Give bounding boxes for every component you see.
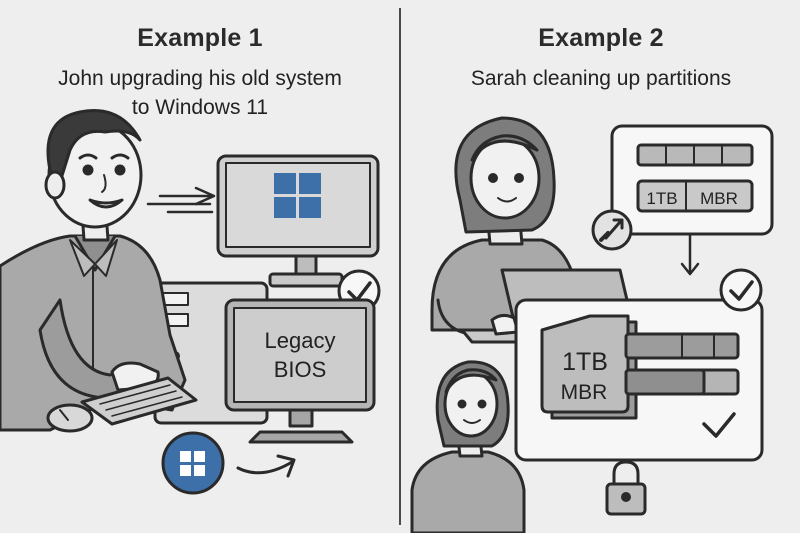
panel-divider [399,8,401,525]
example-2-title: Example 2 [538,24,664,52]
down-arrow-icon [680,232,700,276]
man-figure [0,109,187,432]
top-disk-size-label: 1TB [646,189,677,208]
windows-logo-icon [274,173,321,218]
partition-card [610,124,774,236]
motion-arrow-lines [146,186,216,214]
example-1-title: Example 1 [137,24,263,52]
windows-start-badge-icon [161,431,225,495]
example-2-subtitle: Sarah cleaning up partitions [470,67,732,90]
windows-11-monitor [216,154,380,288]
example-1-illustration: Legacy BIOS [0,109,381,495]
example-2-panel: Example 2 Sarah cleaning up partitions [402,0,800,533]
top-disk-style-label: MBR [700,189,738,208]
keyboard-icon [80,376,198,426]
big-disk-size-label: 1TB [562,348,608,376]
disk-card [514,298,764,462]
example-1-subtitle-line-1: John upgrading his old system [58,67,342,90]
example-1-subtitle-line-2: to Windows 11 [131,96,269,119]
example-2-illustration: 1TB MBR 1TB MBR [410,116,774,533]
lock-icon [605,460,647,516]
second-woman-figure [410,360,526,533]
legacy-bios-label-line-2: BIOS [274,357,327,382]
example-1-panel: Example 1 John upgrading his old system … [0,24,400,495]
check-badge-icon-2 [719,268,763,312]
mouse-icon [46,403,94,433]
cursor-badge-icon [591,209,633,251]
example-1-subtitle: John upgrading his old system to Windows… [0,64,400,122]
legacy-bios-monitor [224,298,376,444]
big-disk-style-label: MBR [561,381,608,404]
curved-arrow-icon [236,454,296,478]
legacy-bios-label-line-1: Legacy [265,328,336,353]
